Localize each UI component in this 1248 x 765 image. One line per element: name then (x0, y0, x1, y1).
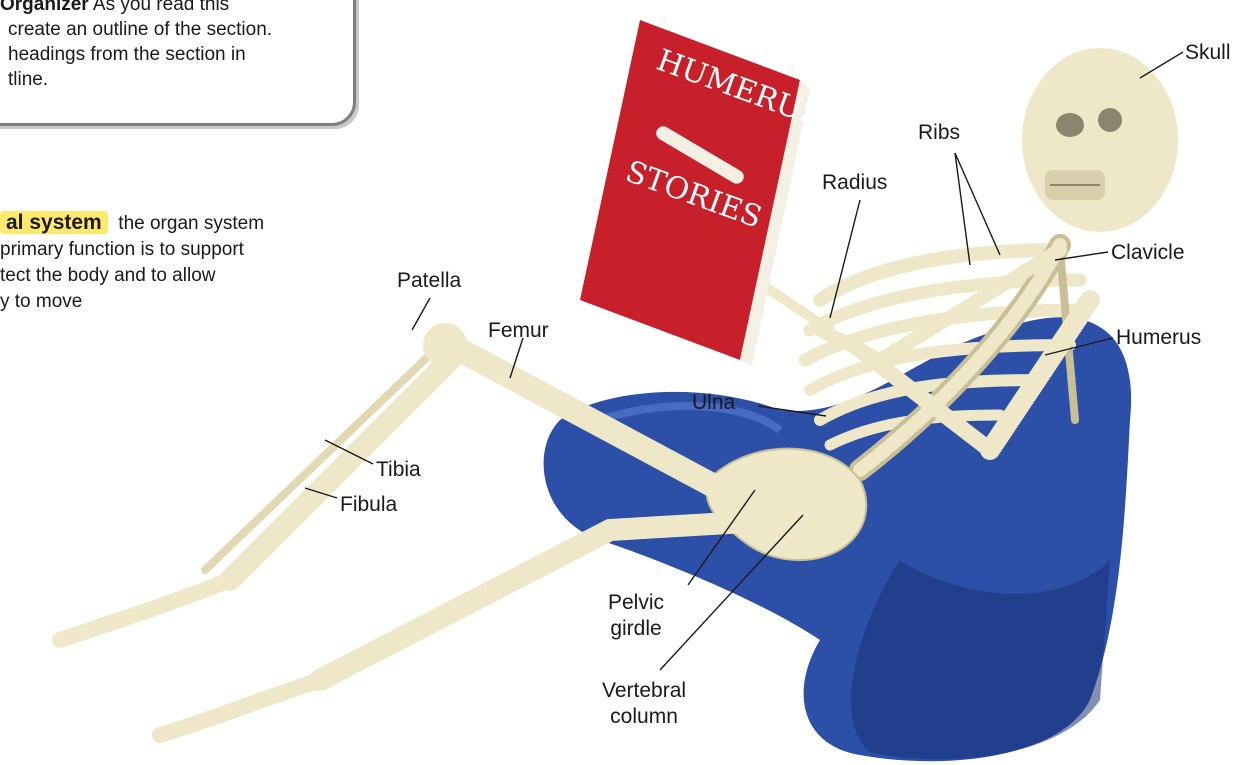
label-vertebral-column-line2: column (602, 704, 686, 730)
book: HUMERUS STORIES (580, 20, 826, 365)
skull (1022, 48, 1178, 232)
label-vertebral-column: Vertebral column (602, 678, 686, 730)
legs (60, 323, 780, 735)
label-skull: Skull (1185, 40, 1231, 66)
label-radius: Radius (822, 170, 887, 196)
label-femur: Femur (488, 318, 549, 344)
label-pelvic-girdle-line2: girdle (608, 616, 664, 642)
label-pelvic-girdle-line1: Pelvic (608, 590, 664, 616)
label-pelvic-girdle: Pelvic girdle (608, 590, 664, 642)
label-fibula: Fibula (340, 492, 397, 518)
label-ulna: Ulna (692, 390, 735, 416)
label-vertebral-column-line1: Vertebral (602, 678, 686, 704)
label-tibia: Tibia (376, 457, 421, 483)
label-humerus: Humerus (1116, 325, 1201, 351)
label-ribs: Ribs (918, 120, 960, 146)
label-clavicle: Clavicle (1111, 240, 1185, 266)
label-patella: Patella (397, 268, 461, 294)
